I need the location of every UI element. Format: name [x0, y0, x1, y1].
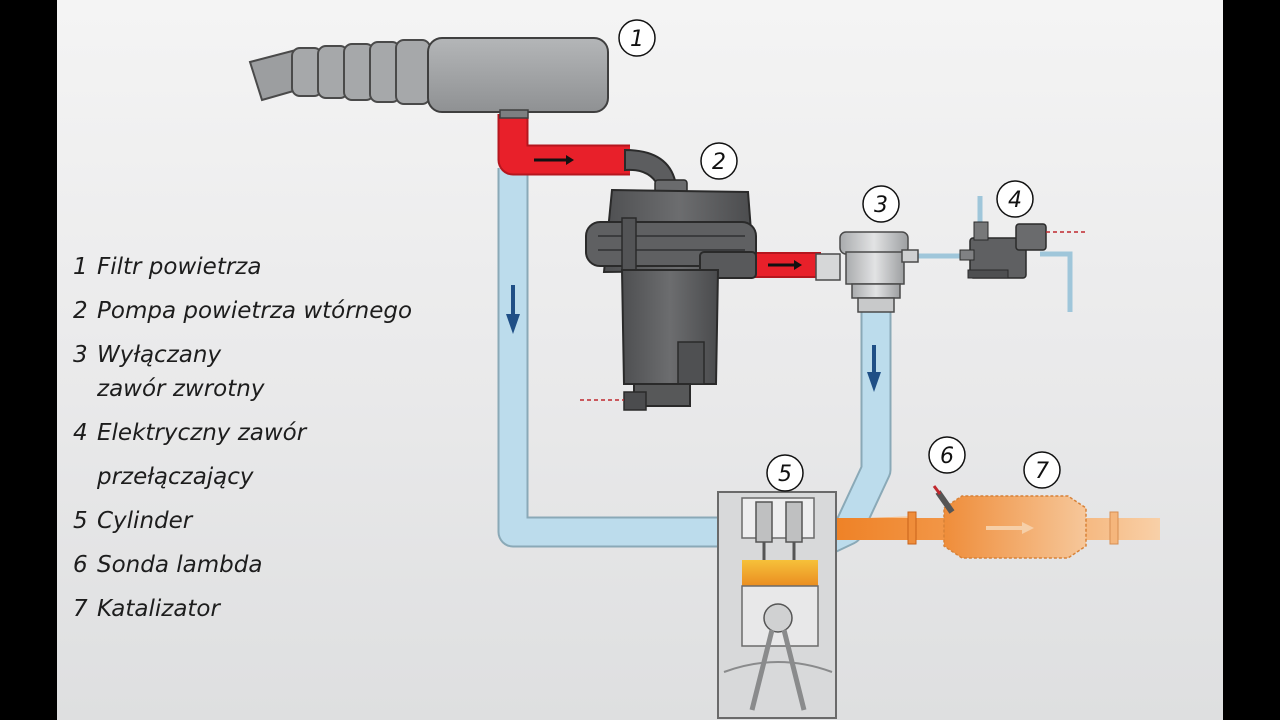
callouts: 1 2 3 4 5 6 7 — [618, 19, 1061, 492]
engine-cylinder — [717, 491, 837, 719]
check-valve — [815, 231, 919, 313]
legend-item-3-continuation: zawór zwrotny — [97, 376, 265, 402]
callout-4: 4 — [996, 180, 1034, 218]
svg-text:5: 5 — [778, 462, 792, 487]
catalytic-converter — [943, 495, 1087, 559]
callout-5: 5 — [766, 454, 804, 492]
svg-text:1: 1 — [630, 27, 644, 52]
svg-text:7: 7 — [1035, 459, 1049, 484]
left-letterbox — [0, 0, 57, 720]
legend-item-4-continuation: przełączający — [97, 464, 254, 490]
lambda-sensor — [932, 485, 955, 514]
callout-3: 3 — [862, 185, 900, 223]
svg-text:2: 2 — [712, 150, 726, 175]
svg-text:3: 3 — [874, 193, 888, 218]
callout-2: 2 — [700, 142, 738, 180]
callout-6: 6 — [928, 436, 966, 474]
pressurized-air-pipes — [497, 114, 821, 278]
svg-text:6: 6 — [940, 444, 954, 469]
secondary-air-pump — [580, 148, 757, 411]
right-letterbox — [1223, 0, 1280, 720]
electric-switch-valve — [959, 221, 1086, 279]
svg-text:4: 4 — [1008, 188, 1022, 213]
air-filter — [248, 37, 609, 119]
callout-1: 1 — [618, 19, 656, 57]
callout-7: 7 — [1023, 451, 1061, 489]
pressure-flow-arrows — [534, 155, 802, 270]
